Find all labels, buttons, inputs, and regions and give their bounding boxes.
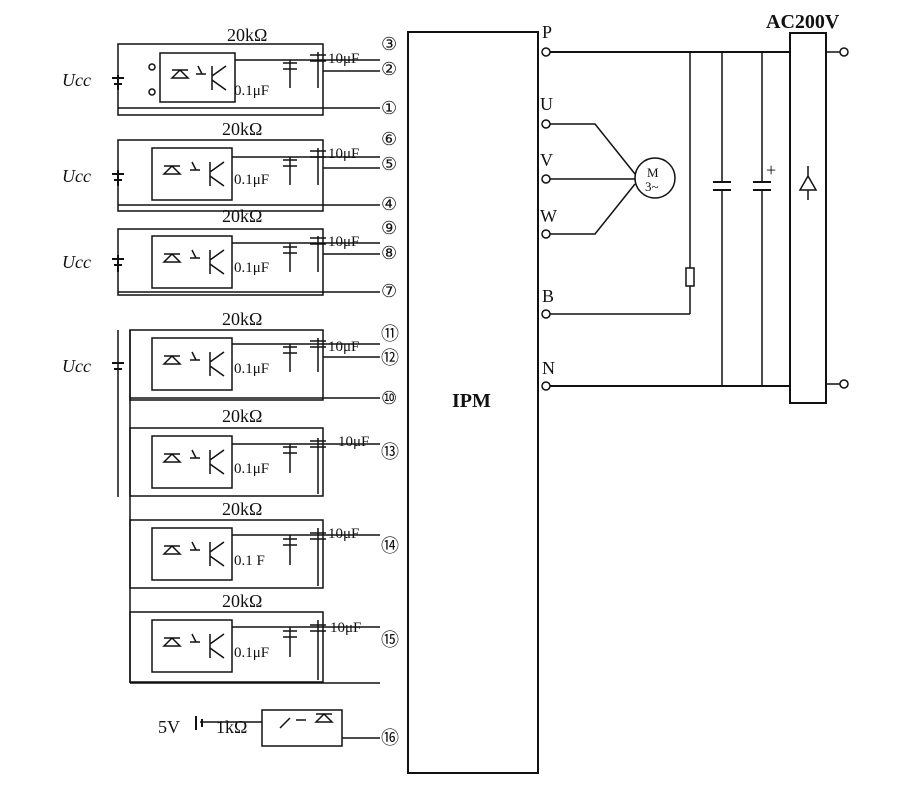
cap-small-label-5: 0.1μF (234, 461, 269, 477)
terminal-u (541, 119, 551, 129)
motor-wires (550, 123, 636, 235)
ucc-label-3: Ucc (62, 252, 91, 272)
brake-resistor (685, 267, 695, 287)
channel-4: 20kΩ 0.1μF 10μF ⑪ ⑫ ⑩ (129, 309, 399, 408)
optocoupler-6 (151, 527, 233, 581)
pin-4: ④ (381, 194, 397, 214)
five-v-label: 5V (158, 717, 180, 737)
resistor-label-5: 20kΩ (222, 406, 262, 426)
ipm-block (407, 31, 539, 774)
channel-6: 20kΩ 0.1 F 10μF ⑭ (129, 499, 399, 589)
ac-terminal-top (839, 47, 849, 57)
pin-3: ③ (381, 34, 397, 54)
cap-small-label-1: 0.1μF (234, 83, 269, 99)
resistor-label-2: 20kΩ (222, 119, 262, 139)
pin-2: ② (381, 59, 397, 79)
terminal-b (541, 309, 551, 319)
resistor-label-4: 20kΩ (222, 309, 262, 329)
fault-output: 5V 1kΩ ⑯ (158, 709, 399, 748)
label-w: W (540, 206, 557, 226)
cap-large-label-4: 10μF (328, 339, 359, 355)
resistor-label-7: 20kΩ (222, 591, 262, 611)
ucc-label-2: Ucc (62, 166, 91, 186)
optocoupler-7 (151, 619, 233, 673)
optocoupler-2 (151, 147, 233, 201)
cap-large-label-3: 10μF (328, 234, 359, 250)
optocoupler-5 (151, 435, 233, 489)
optocoupler-3 (151, 235, 233, 289)
channel-1-frame (117, 43, 324, 116)
pin-9: ⑨ (381, 218, 397, 238)
supply-label: AC200V (766, 11, 840, 33)
pin-10: ⑩ (381, 388, 397, 408)
label-v: V (540, 150, 553, 170)
motor-label: M (647, 165, 659, 180)
motor-icon (634, 157, 676, 199)
pin-11: ⑪ (381, 324, 399, 344)
pin-15: ⑮ (381, 630, 399, 650)
pin-1: ① (381, 98, 397, 118)
resistor-label-6: 20kΩ (222, 499, 262, 519)
label-b: B (542, 286, 554, 306)
terminal-w (541, 229, 551, 239)
pin-6: ⑥ (381, 129, 397, 149)
cap-small-label-2: 0.1μF (234, 172, 269, 188)
channel-1: 20kΩ 0.1μF 10μF ③ ② ① Ucc (62, 25, 397, 118)
cap-large-label-1: 10μF (328, 51, 359, 67)
ipm-label: IPM (452, 390, 491, 412)
ucc-label-4: Ucc (62, 356, 91, 376)
pin-14: ⑭ (381, 536, 399, 556)
one-k-label: 1kΩ (216, 717, 247, 737)
label-n: N (542, 358, 555, 378)
pin-12: ⑫ (381, 348, 399, 368)
optocoupler-1-symbol (170, 65, 227, 91)
cap-small-label-3: 0.1μF (234, 260, 269, 276)
pin-13: ⑬ (381, 442, 399, 462)
optocoupler-4 (151, 337, 233, 391)
cap-small-label-4: 0.1μF (234, 361, 269, 377)
terminal-v (541, 174, 551, 184)
motor-sub: 3~ (645, 179, 659, 194)
fault-optocoupler (261, 709, 343, 747)
resistor-label-3: 20kΩ (222, 206, 262, 226)
pin-16: ⑯ (381, 728, 399, 748)
plus-sign: + (766, 160, 776, 180)
cap-large-label-6: 10μF (328, 526, 359, 542)
pin-5: ⑤ (381, 154, 397, 174)
cap-large-label-2: 10μF (328, 146, 359, 162)
cap-large-label-5: 10μF (338, 434, 369, 450)
resistor-label-1: 20kΩ (227, 25, 267, 45)
cap-small-label-6: 0.1 F (234, 553, 265, 569)
optocoupler-1 (159, 52, 236, 103)
channel-2: 20kΩ 0.1μF 10μF ⑥ ⑤ ④ Ucc (62, 119, 397, 214)
diode-icon (798, 166, 818, 200)
label-u: U (540, 94, 553, 114)
terminal-p (541, 47, 551, 57)
pin-7: ⑦ (381, 281, 397, 301)
channel-5: 20kΩ 0.1μF 10μF ⑬ (129, 406, 399, 497)
channel-3: 20kΩ 0.1μF 10μF ⑨ ⑧ ⑦ Ucc (62, 206, 397, 301)
terminal-n (541, 381, 551, 391)
rectifier-block (789, 32, 827, 404)
ucc-label-1: Ucc (62, 70, 91, 90)
cap-large-label-7: 10μF (330, 620, 361, 636)
ac-terminal-bottom (839, 379, 849, 389)
pin-8: ⑧ (381, 243, 397, 263)
cap-small-label-7: 0.1μF (234, 645, 269, 661)
label-p: P (542, 22, 552, 42)
channel-7: 20kΩ 0.1μF 10μF ⑮ (129, 591, 399, 683)
